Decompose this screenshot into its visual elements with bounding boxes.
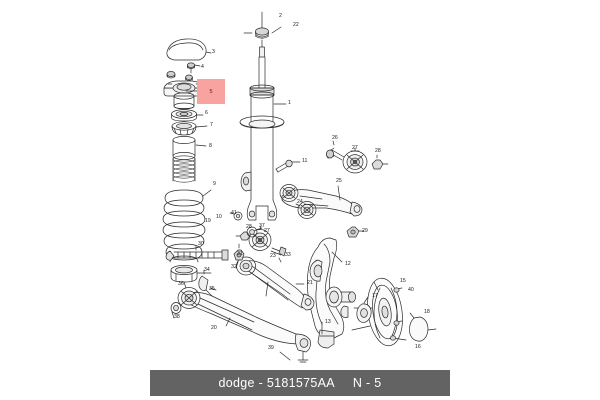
- callout-number: 31: [237, 251, 243, 257]
- brake-rotor: [351, 277, 403, 347]
- bolt-26: [326, 140, 345, 161]
- callout-number: 11: [302, 158, 307, 164]
- nut-28-upper: [371, 154, 389, 170]
- strut-bearing: [171, 109, 204, 122]
- dust-shield: [172, 136, 207, 183]
- caption-brand-part: dodge - 5181575AA: [218, 376, 335, 390]
- stabilizer-link-30: [165, 245, 229, 261]
- callout-number: 22: [293, 22, 299, 28]
- bracket-34-35: [198, 269, 217, 297]
- callout-number: 20: [211, 325, 217, 331]
- bolt-11: [275, 159, 301, 173]
- callout-number: 23: [270, 253, 276, 259]
- steering-knuckle: [295, 237, 356, 349]
- callout-number: 30: [198, 241, 204, 247]
- callout-number: 17: [372, 293, 378, 299]
- splash-shield-18: [409, 312, 437, 342]
- callout-number: 24: [297, 199, 303, 205]
- callout-number: 38: [174, 314, 180, 320]
- strut-assembly: [239, 56, 287, 221]
- callout-number: 13: [325, 319, 331, 325]
- lower-control-arm: [177, 281, 311, 363]
- callout-number: 40: [408, 287, 414, 293]
- callout-number: 21: [307, 280, 313, 286]
- hub-cap-left: [340, 305, 349, 318]
- callout-number: 19: [205, 218, 211, 224]
- nut-29: [346, 226, 365, 238]
- callout-number: 10: [216, 214, 222, 220]
- bushing-27-upper: [342, 147, 368, 174]
- upper-strut-mount: [163, 80, 210, 110]
- hub-17: [356, 296, 372, 323]
- callout-number: 28: [246, 224, 252, 230]
- callout-number: 12: [345, 261, 351, 267]
- callout-number: 37: [259, 223, 265, 229]
- mount-nuts-group: [166, 62, 201, 81]
- bushing-38: [170, 302, 182, 319]
- callout-number: 15: [400, 278, 406, 284]
- part-highlight-box[interactable]: 5: [197, 79, 225, 104]
- strut-rod-nut-group: [243, 11, 282, 58]
- callout-number: 29: [362, 228, 368, 234]
- callout-number: 26: [332, 135, 338, 141]
- caption-page-ref: N - 5: [352, 376, 382, 390]
- strut-mount-cover: [166, 38, 212, 61]
- callout-number: 9: [213, 181, 216, 187]
- callout-number: 16: [415, 344, 421, 350]
- nut-28-lower: [235, 231, 251, 241]
- callout-number: 25: [336, 178, 342, 184]
- callout-number: 28: [375, 148, 381, 154]
- caption-bar: dodge - 5181575AA N - 5: [150, 370, 450, 396]
- upper-control-arm: [279, 184, 363, 219]
- highlight-part-number: 5: [209, 88, 213, 95]
- callout-number: 2: [279, 13, 282, 19]
- callout-number: 6: [205, 110, 208, 116]
- callout-number: 4: [201, 64, 204, 70]
- callout-number: 1: [288, 100, 291, 106]
- bolt-29-hardware: [270, 246, 287, 263]
- callout-number: 7: [210, 122, 213, 128]
- callout-number: 32: [231, 264, 237, 270]
- spring-upper-seat: [171, 121, 208, 136]
- callout-number: 41: [231, 210, 237, 216]
- callout-number: 36: [178, 281, 184, 287]
- bolt-31: [233, 243, 245, 269]
- callout-number: 39: [268, 345, 274, 351]
- callout-number: 33: [285, 252, 291, 258]
- bushing-37: [246, 226, 263, 238]
- bushing-41: [229, 211, 243, 221]
- callout-number: 27: [352, 145, 358, 151]
- bushing-27-lower: [248, 225, 272, 251]
- callout-number: 8: [209, 143, 212, 149]
- callout-number: 34: [204, 267, 210, 273]
- bushing-23: [309, 259, 323, 282]
- callout-number: 35: [209, 286, 215, 292]
- callout-number: 27: [264, 228, 270, 234]
- lug-studs: [390, 287, 407, 341]
- rear-lateral-arm: [236, 256, 315, 311]
- callout-number: 18: [424, 309, 430, 315]
- callout-number: 3: [212, 49, 215, 55]
